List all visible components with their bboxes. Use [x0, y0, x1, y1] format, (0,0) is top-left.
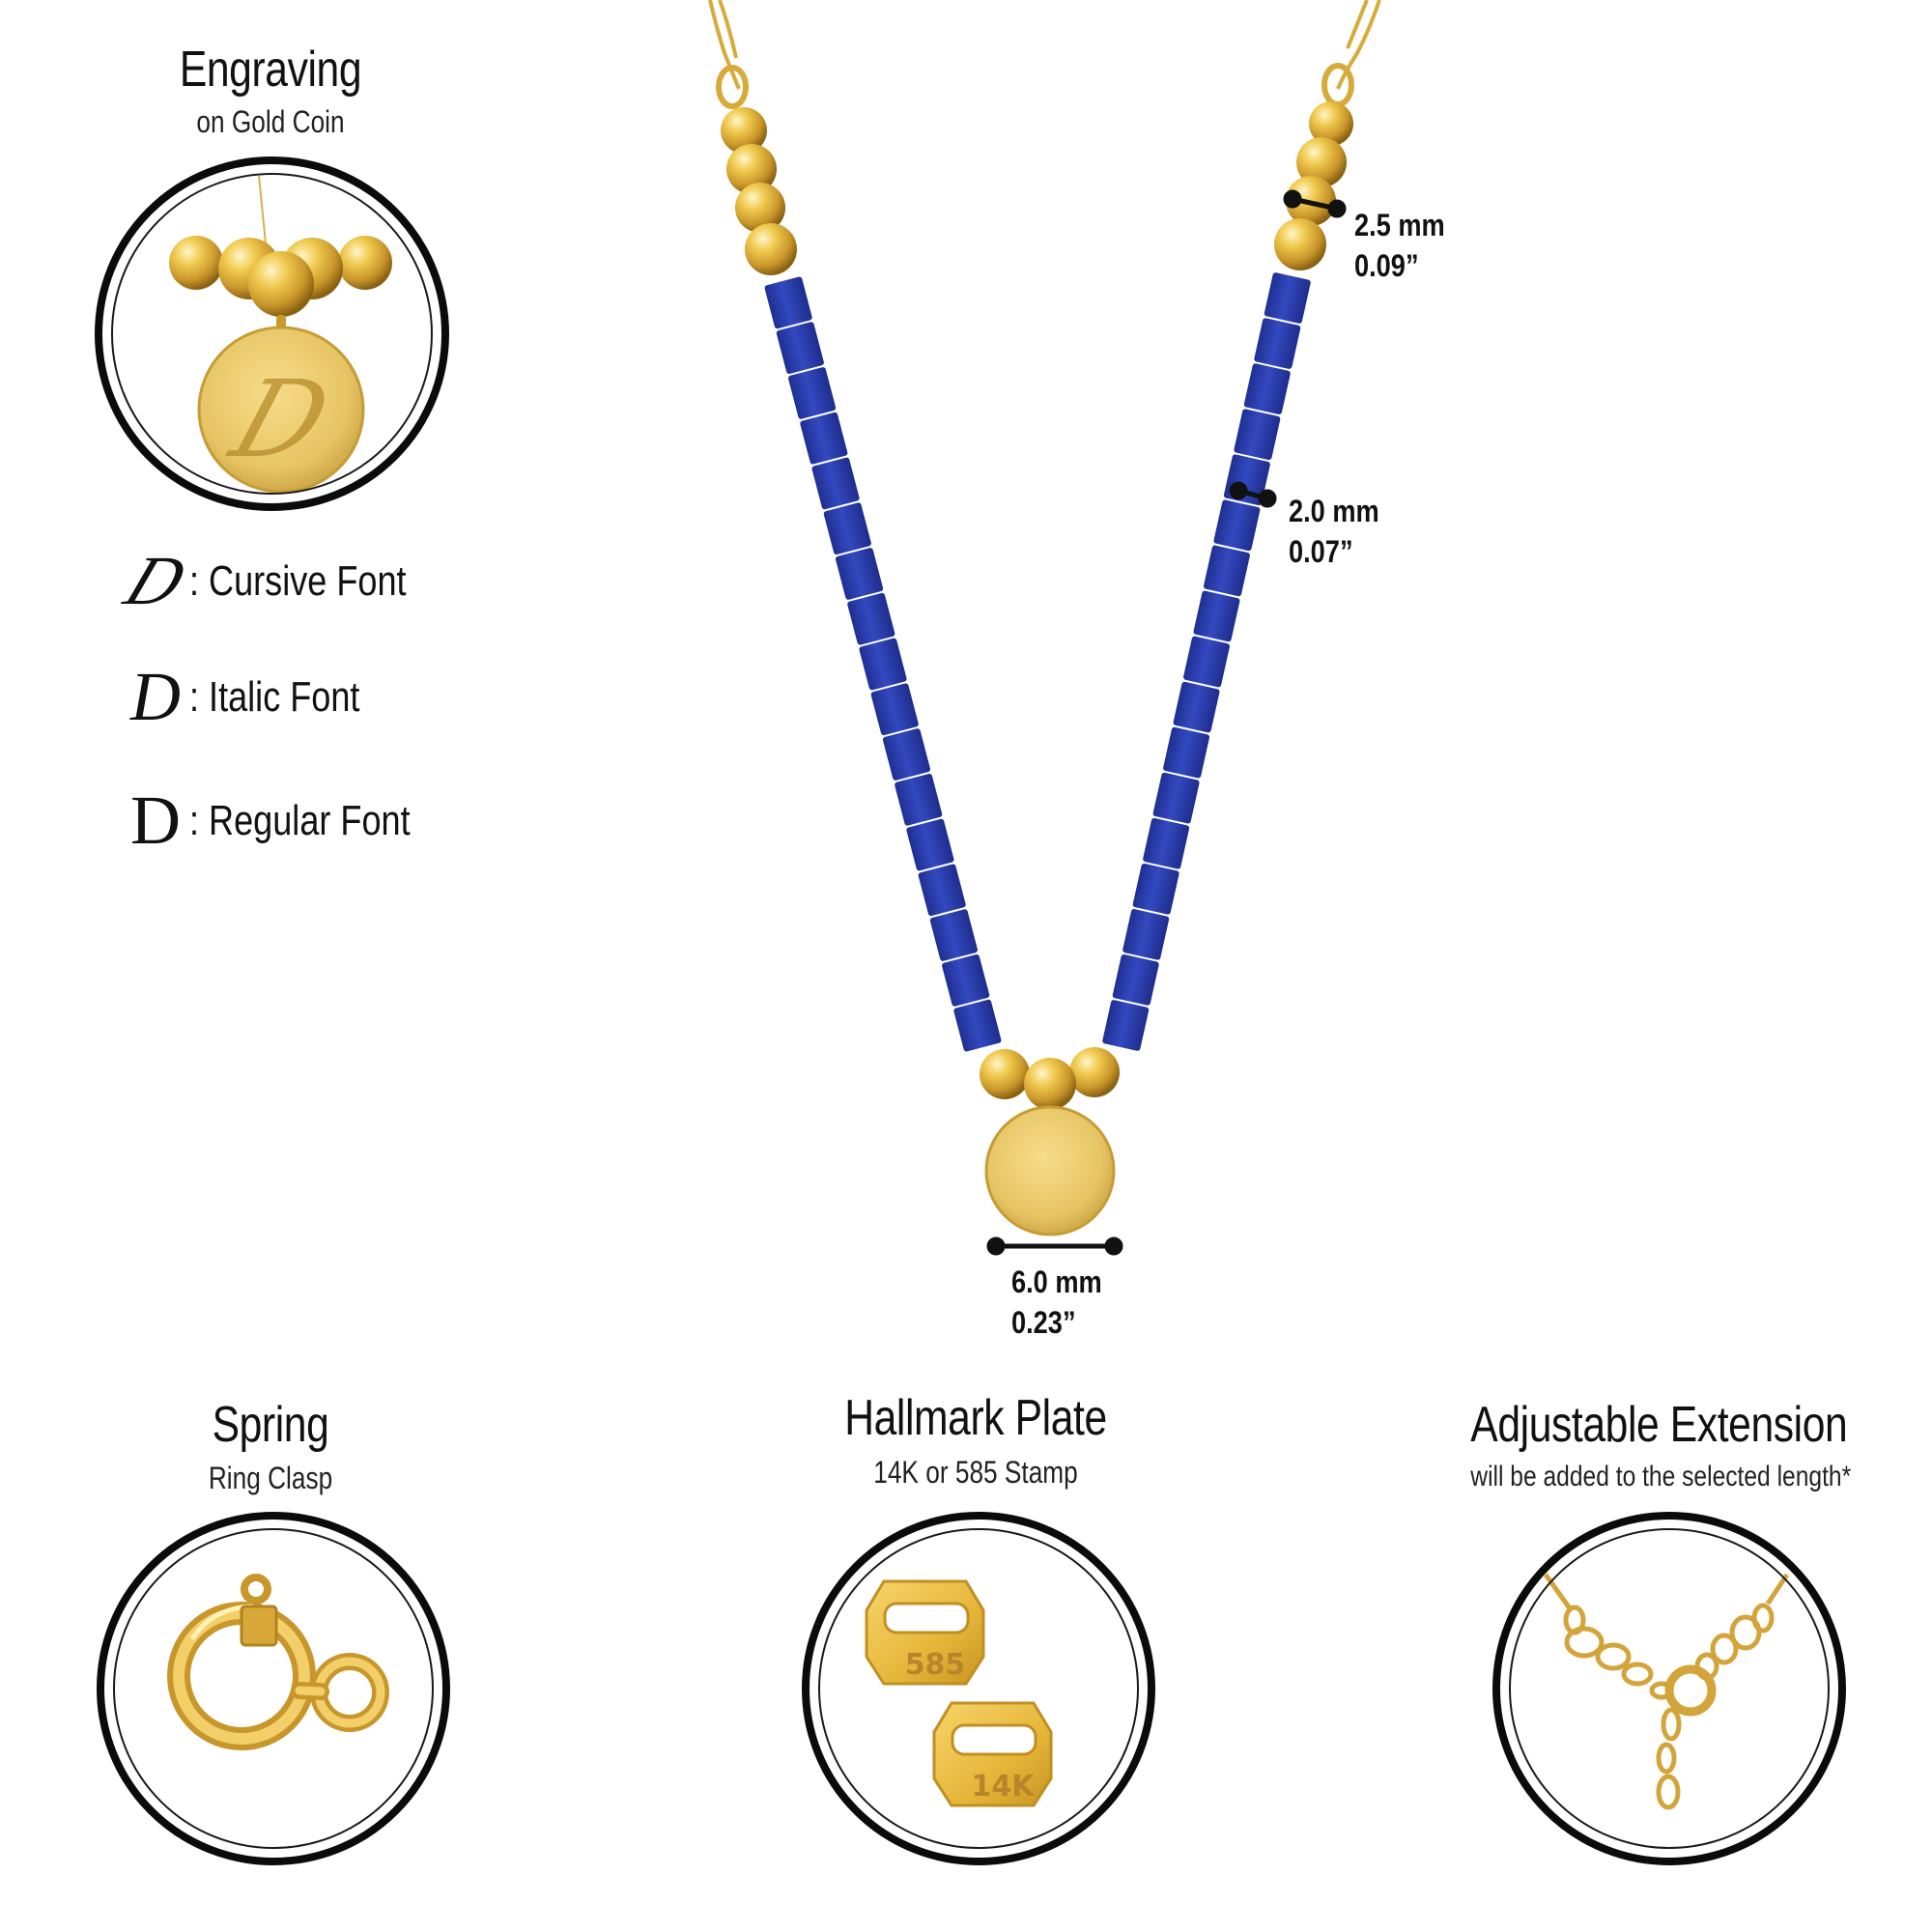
lapis-tube-bead — [1112, 954, 1159, 1006]
lapis-tube-bead — [776, 322, 824, 374]
lapis-tube-bead — [882, 728, 931, 781]
lapis-tube-bead — [918, 864, 966, 917]
bead-dimension-marker — [1283, 189, 1347, 218]
bead-dimension-mm: 2.5 mm — [1354, 208, 1445, 242]
left-chain — [708, 0, 749, 109]
tube-dimension-inch: 0.07” — [1289, 534, 1353, 569]
engraving-title: Engraving — [179, 42, 362, 98]
regular-font-glyph: D — [130, 781, 181, 859]
engraving-subtitle: on Gold Coin — [196, 104, 345, 139]
lapis-tube-bead — [953, 999, 1002, 1052]
lapis-tube-bead — [1143, 817, 1190, 869]
lapis-tube-bead — [1163, 726, 1210, 779]
coin-dimension-marker — [986, 1236, 1123, 1256]
lapis-tube-bead — [929, 909, 978, 961]
coin-dimension-inch: 0.23” — [1011, 1305, 1076, 1340]
lapis-tube-bead — [1243, 363, 1291, 414]
lapis-tube-bead — [1122, 909, 1170, 960]
cursive-font-label: : Cursive Font — [189, 556, 407, 605]
hallmark-circle: 585 14K — [802, 1512, 1155, 1865]
hallmark-plate-14k — [932, 1701, 1053, 1807]
italic-font-label: : Italic Font — [189, 672, 360, 721]
lapis-tube-bead — [895, 773, 943, 826]
spring-subtitle: Ring Clasp — [208, 1461, 333, 1495]
lapis-tube-bead — [823, 502, 871, 555]
tube-dimension-mm: 2.0 mm — [1289, 494, 1379, 528]
left-lapis-tubes — [764, 276, 1002, 1052]
coin-dimension-label: 6.0 mm 0.23” — [1011, 1262, 1102, 1343]
lapis-tube-bead — [870, 683, 919, 736]
lapis-tube-bead — [1193, 590, 1240, 642]
lapis-tube-bead — [942, 954, 990, 1007]
lapis-tube-bead — [1203, 545, 1250, 597]
lapis-tube-bead — [1132, 863, 1179, 915]
lapis-tube-bead — [859, 638, 907, 691]
extension-title: Adjustable Extension — [1470, 1397, 1848, 1453]
right-chain — [1321, 0, 1381, 107]
hallmark-subtitle: 14K or 585 Stamp — [873, 1455, 1078, 1490]
lapis-tube-bead — [811, 457, 860, 510]
hallmark-plate-icon — [865, 1579, 1053, 1807]
spring-ring-clasp-icon — [167, 1574, 389, 1750]
font-option-cursive: D : Cursive Font — [115, 541, 454, 621]
lapis-tube-bead — [1183, 636, 1230, 688]
bead-dimension-label: 2.5 mm 0.09” — [1354, 205, 1445, 286]
lapis-tube-bead — [1213, 499, 1261, 552]
italic-font-glyph: D — [130, 658, 181, 735]
hallmark-plate-585 — [865, 1579, 985, 1686]
extension-chain-icon — [1543, 1573, 1790, 1810]
extension-circle — [1492, 1512, 1846, 1865]
lapis-tube-bead — [1264, 272, 1311, 324]
regular-font-label: : Regular Font — [189, 796, 411, 844]
lapis-tube-bead — [764, 276, 812, 329]
stamp-14k-text: 14K — [971, 1770, 1035, 1804]
bead-dimension-inch: 0.09” — [1354, 248, 1419, 283]
lapis-tube-bead — [1173, 681, 1220, 733]
lapis-tube-bead — [906, 818, 954, 871]
right-gold-beads — [1274, 101, 1353, 270]
engraving-coin-circle: D — [95, 156, 449, 511]
extension-subtitle: will be added to the selected length* — [1470, 1461, 1852, 1492]
font-option-italic: D : Italic Font — [122, 657, 397, 737]
necklace-illustration — [708, 0, 1381, 1256]
lapis-tube-bead — [1152, 772, 1200, 824]
stamp-585-text: 585 — [904, 1648, 966, 1682]
lapis-tube-bead — [847, 592, 895, 645]
spring-clasp-circle — [97, 1512, 450, 1865]
right-lapis-tubes — [1102, 272, 1311, 1051]
coin-dimension-mm: 6.0 mm — [1011, 1264, 1102, 1299]
pendant-coin — [984, 1105, 1116, 1236]
lapis-tube-bead — [1102, 1000, 1150, 1051]
spring-title: Spring — [212, 1397, 329, 1453]
lapis-tube-bead — [1254, 318, 1301, 369]
lapis-tube-bead — [835, 548, 884, 600]
lapis-tube-bead — [800, 412, 848, 465]
lapis-tube-bead — [788, 367, 837, 419]
tube-dimension-marker — [1229, 481, 1277, 508]
left-gold-beads — [721, 107, 797, 275]
hallmark-title: Hallmark Plate — [844, 1390, 1107, 1446]
lapis-tube-bead — [1234, 409, 1281, 461]
tube-dimension-label: 2.0 mm 0.07” — [1289, 491, 1379, 572]
font-option-regular: D : Regular Font — [122, 781, 459, 861]
bottom-gold-beads — [980, 1047, 1120, 1110]
